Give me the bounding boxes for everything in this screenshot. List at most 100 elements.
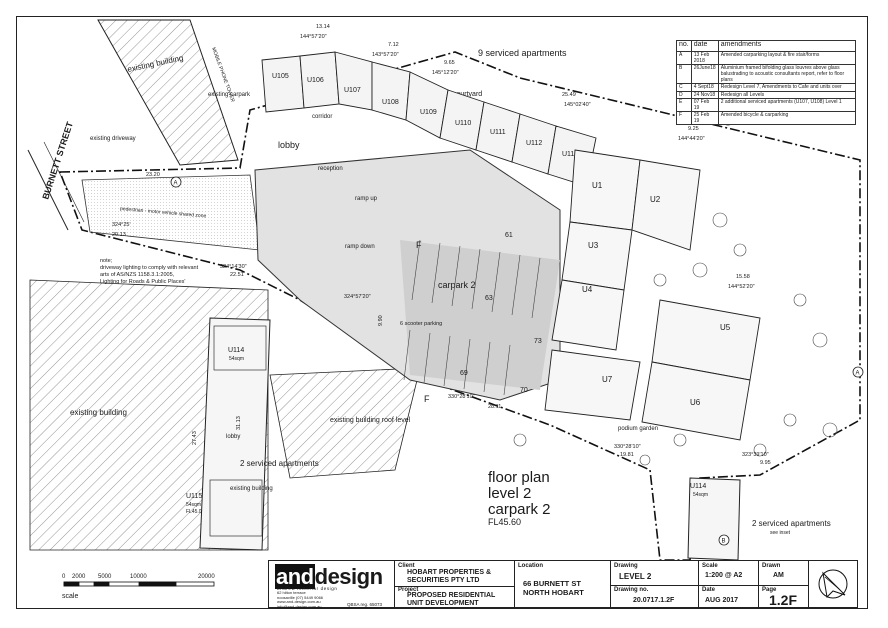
sheet-border <box>16 16 868 609</box>
unit-label: U109 <box>420 109 437 116</box>
parking-number: 63 <box>485 295 493 302</box>
dim-label: 9.25 <box>688 126 699 132</box>
section-marker-b: B <box>722 539 726 545</box>
bearing-label: 323°39'10" <box>742 452 769 458</box>
see-inset-label: see inset <box>770 530 791 536</box>
driveway-note: note; driveway lighting to comply with r… <box>100 258 200 285</box>
carpark-label: carpark 2 <box>438 280 476 290</box>
unit-label: U1 <box>592 181 603 190</box>
bearing-label: 145°12'20" <box>432 70 459 76</box>
bearing-label: 144°52'20" <box>728 284 755 290</box>
amendment-desc: 2 additional serviced apartments (U107, … <box>717 98 857 112</box>
drawn-label: Drawn <box>762 563 781 569</box>
unit-label: U2 <box>650 195 661 204</box>
serviced-2a-label: 2 serviced apartments <box>240 459 319 468</box>
date-value: AUG 2017 <box>705 597 739 604</box>
scale-tick: 20000 <box>198 574 215 580</box>
existing-building-top <box>97 19 239 166</box>
corridor-label: corridor <box>312 114 332 120</box>
north-cell <box>809 561 857 607</box>
bearing-label: 324°14'30" <box>220 264 247 270</box>
date-label: Date <box>702 587 716 593</box>
ramp-up-label: ramp up <box>355 196 378 202</box>
bearing-label: 144°57'20" <box>300 34 327 40</box>
unit-label: U108 <box>382 99 399 106</box>
unit-u115-label: U115 <box>186 493 202 500</box>
podium-label: podium garden <box>618 426 658 432</box>
unit-u115-area: 54sqm <box>186 502 201 508</box>
amendment-date: 4 Sept18 <box>690 83 719 92</box>
company-logo: anddesign <box>275 564 383 589</box>
parking-bays <box>403 239 541 396</box>
section-marker-a: A <box>174 181 178 187</box>
project-name: PROPOSED RESIDENTIAL UNIT DEVELOPMENT <box>407 592 496 607</box>
parking-number: 73 <box>534 338 542 345</box>
unit-label: U106 <box>307 77 324 84</box>
scale-tick: 5000 <box>98 574 112 580</box>
page-label: Page <box>762 587 777 593</box>
dim-label: 28.11 <box>488 404 501 410</box>
amendment-desc: Amended bicycle & carparking <box>717 111 857 125</box>
bearing-label: 143°57'20" <box>372 52 399 58</box>
dim-label: 15.58 <box>736 274 750 280</box>
wing-left <box>199 317 271 551</box>
reception-label: reception <box>318 166 343 172</box>
carpark-shade <box>400 240 560 390</box>
page-value: 1.2F <box>769 592 798 608</box>
section-marker-f: F <box>424 394 430 404</box>
dim-label: 31.13 <box>236 416 242 430</box>
existing-driveway-label: existing driveway <box>90 136 136 142</box>
dim-label: 13.14 <box>316 24 330 30</box>
drawing-label: Drawing <box>614 563 638 569</box>
unit-label: U7 <box>602 375 613 384</box>
unit-label: U110 <box>455 120 471 127</box>
bearing-label: 324°57'20" <box>344 294 371 300</box>
parking-number: 70 <box>520 387 528 394</box>
logo-subtitle: andrew mckellar design <box>277 586 338 591</box>
drawing-no-value: 20.0717.1.2F <box>633 597 675 604</box>
scale-label: Scale <box>702 563 718 569</box>
unit-u114b-area: 54sqm <box>693 492 708 498</box>
location-cell: Location 66 BURNETT ST NORTH HOBART <box>515 561 611 607</box>
unit-label: U4 <box>582 285 593 294</box>
scooter-label: 6 scooter parking <box>400 321 442 327</box>
bearing-label: 324°25' <box>112 222 131 228</box>
scale-bar <box>63 581 215 587</box>
plan-title-fl: FL45.60 <box>488 517 521 527</box>
amendment-no: B <box>676 64 692 84</box>
landscape-trees <box>513 212 838 466</box>
amendments-col-date: date <box>690 40 719 52</box>
amendment-desc: Amended carparking layout & fire stair/f… <box>717 51 857 65</box>
amendment-desc: Aluminium framed bifolding glass louvres… <box>717 64 857 84</box>
client-cell: Client HOBART PROPERTIES & SECURITIES PT… <box>395 561 515 607</box>
existing-building-label-2: existing building <box>70 408 127 417</box>
section-marker-f: F <box>416 240 422 250</box>
amendment-no: F <box>676 111 692 125</box>
plan-title-line: carpark 2 <box>488 501 551 518</box>
scale-tick: 2000 <box>72 574 86 580</box>
scale-date-cell: Scale 1:200 @ A2 Date AUG 2017 <box>699 561 759 607</box>
scale-tick: 10000 <box>130 574 147 580</box>
bearing-label: 145°02'40" <box>564 102 591 108</box>
dim-label: 9.65 <box>444 60 455 66</box>
location-value: 66 BURNETT ST NORTH HOBART <box>523 579 584 597</box>
lobby2-label: lobby <box>226 434 240 440</box>
title-block: anddesign andrew mckellar design 62 hilt… <box>268 560 858 608</box>
unit-u115-fl: FL45.0 <box>186 509 202 515</box>
scale-label: scale <box>62 593 78 600</box>
serviced-9-label: 9 serviced apartments <box>478 48 567 58</box>
unit-label: U105 <box>272 73 289 80</box>
right-units <box>544 149 761 441</box>
plan-title-line: level 2 <box>488 485 531 502</box>
lobby-label: lobby <box>278 140 300 150</box>
parking-number: 61 <box>505 232 513 239</box>
unit-label: U113 <box>562 151 578 158</box>
unit-label: U107 <box>344 87 361 94</box>
dim-label: 22.51 <box>230 272 244 278</box>
amendment-desc: Redesign all Levels <box>717 90 857 99</box>
